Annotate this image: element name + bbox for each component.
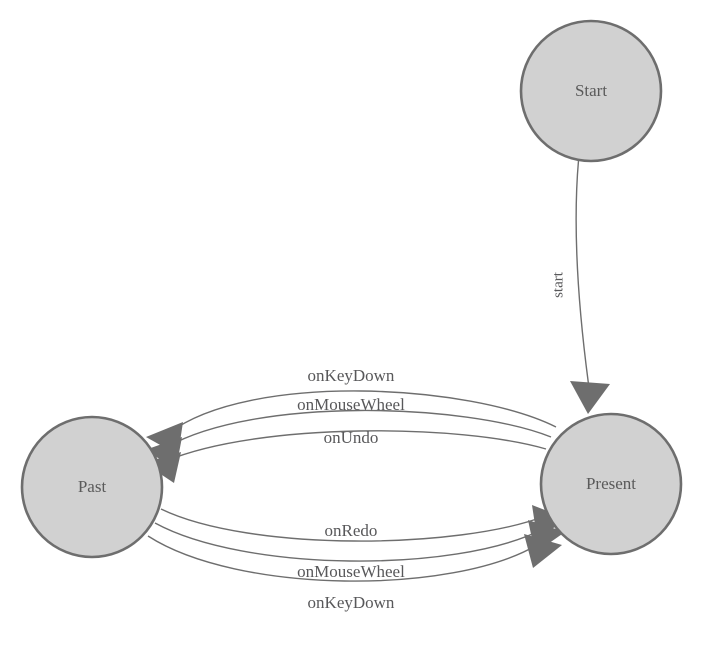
node-start[interactable]: Start xyxy=(519,19,663,163)
edge-past-to-present-onmousewheel-path xyxy=(154,522,542,562)
edge-label-present-past-onundo: onUndo xyxy=(324,428,379,447)
edge-label-past-present-onredo: onRedo xyxy=(325,521,378,540)
edge-past-to-present-onkeydown[interactable]: onKeyDown xyxy=(147,534,562,612)
edge-past-to-present-onkeydown-path xyxy=(147,535,538,582)
node-past-label: Past xyxy=(78,477,107,496)
node-past-circle xyxy=(20,415,164,559)
node-present-circle xyxy=(539,412,683,556)
node-present[interactable]: Present xyxy=(539,412,683,556)
node-start-circle xyxy=(519,19,663,163)
arrowhead-past-upper-3 xyxy=(144,452,181,483)
edge-label-start: start xyxy=(550,271,566,298)
edge-past-to-present-onredo-path xyxy=(160,508,546,542)
edge-label-past-present-onkeydown: onKeyDown xyxy=(308,593,395,612)
edge-present-to-past-onundo-path xyxy=(165,430,547,462)
edge-label-present-past-onkeydown: onKeyDown xyxy=(308,366,395,385)
node-start-label: Start xyxy=(575,81,607,100)
node-past[interactable]: Past xyxy=(20,415,164,559)
edge-start-to-present-path xyxy=(575,160,590,385)
edge-present-to-past-onkeydown-path xyxy=(168,390,557,434)
edge-label-past-present-onmousewheel: onMouseWheel xyxy=(297,562,405,581)
arrowhead-present-top xyxy=(570,381,610,414)
edge-present-to-past-onundo[interactable]: onUndo xyxy=(144,428,547,483)
edge-label-present-past-onmousewheel: onMouseWheel xyxy=(297,395,405,414)
node-present-label: Present xyxy=(586,474,636,493)
edge-past-to-present-onredo[interactable]: onRedo xyxy=(160,505,568,542)
edge-present-to-past-onmousewheel-path xyxy=(166,409,552,448)
arrowhead-present-lower-3 xyxy=(524,534,562,568)
edge-start-to-present[interactable]: start xyxy=(550,160,610,415)
